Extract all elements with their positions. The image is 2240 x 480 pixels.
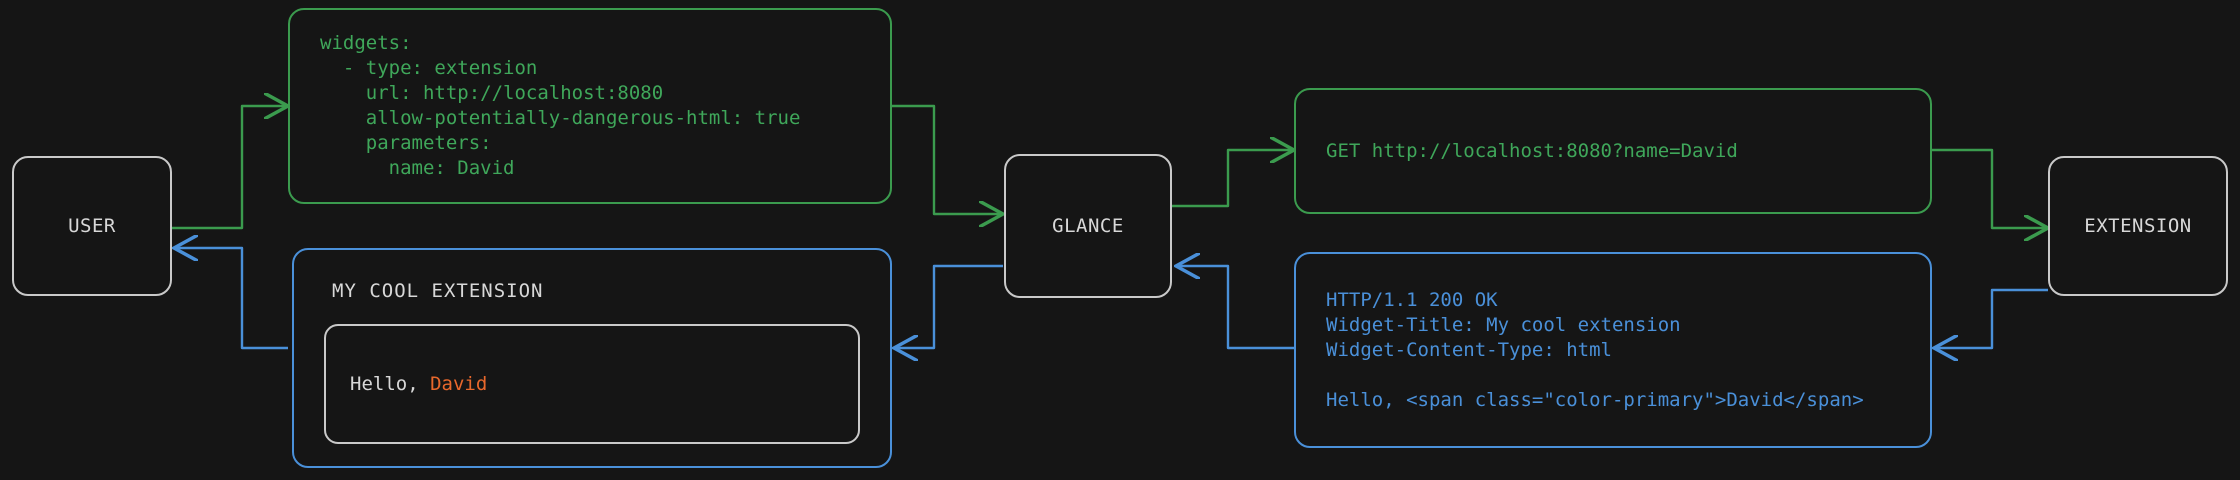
node-user-label: USER [68, 215, 116, 237]
rendered-widget-greeting-name: David [430, 373, 488, 395]
rendered-widget-greeting-prefix: Hello, [350, 373, 431, 395]
connector-widget-to-user [174, 248, 288, 350]
http-response-headers: HTTP/1.1 200 OK Widget-Title: My cool ex… [1326, 288, 1681, 361]
connector-glance-to-widget [894, 264, 1003, 348]
http-response-body: Hello, <span class="color-primary">David… [1326, 388, 1864, 411]
panel-http-response[interactable]: HTTP/1.1 200 OK Widget-Title: My cool ex… [1294, 252, 1932, 448]
connector-user-to-config [170, 106, 288, 230]
panel-http-request[interactable]: GET http://localhost:8080?name=David [1294, 88, 1932, 214]
node-user[interactable]: USER [12, 156, 172, 296]
rendered-widget-title: MY COOL EXTENSION [332, 280, 544, 302]
connector-request-to-extension [1930, 148, 2048, 228]
connector-glance-to-request [1172, 150, 1294, 208]
http-request-code: GET http://localhost:8080?name=David [1326, 139, 1738, 162]
connector-extension-to-response [1934, 288, 2048, 348]
node-glance[interactable]: GLANCE [1004, 154, 1172, 298]
http-response-blank-line [1326, 363, 1900, 388]
panel-rendered-widget[interactable]: MY COOL EXTENSION Hello, David [292, 248, 892, 468]
node-glance-label: GLANCE [1052, 215, 1124, 237]
node-extension[interactable]: EXTENSION [2048, 156, 2228, 296]
config-yaml-code: widgets: - type: extension url: http://l… [320, 32, 801, 179]
panel-config-yaml[interactable]: widgets: - type: extension url: http://l… [288, 8, 892, 204]
connector-response-to-glance [1176, 266, 1294, 350]
node-extension-label: EXTENSION [2084, 215, 2192, 237]
rendered-widget-body: Hello, David [324, 324, 860, 444]
connector-config-to-glance [890, 104, 1003, 214]
